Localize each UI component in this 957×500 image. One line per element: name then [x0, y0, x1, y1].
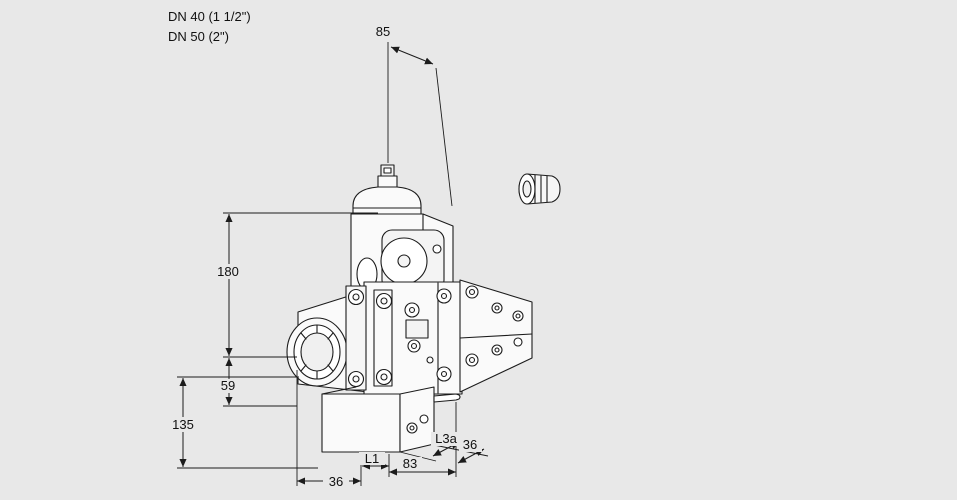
body-details — [404, 288, 452, 382]
dim-83-label: 83 — [403, 456, 417, 471]
dim-85-label: 85 — [376, 24, 390, 39]
dim-135-label: 135 — [172, 417, 194, 432]
valve-body — [286, 279, 533, 395]
manual-adjust-knob — [377, 164, 398, 189]
actuator-dome — [352, 186, 422, 217]
dim-L1-label: L1 — [365, 451, 379, 466]
right-flange-details — [465, 285, 524, 367]
dim-line-85 — [390, 46, 434, 65]
size-label-dn40: DN 40 (1 1/2") — [168, 9, 251, 24]
pipe-fitting — [518, 173, 561, 205]
stem-pin — [433, 393, 461, 403]
dim-36-right-label: 36 — [463, 437, 477, 452]
valve-drawing — [286, 164, 561, 453]
threaded-port — [286, 317, 348, 387]
dim-36-bottom-label: 36 — [329, 474, 343, 489]
dim-L3a-label: L3a — [435, 431, 457, 446]
labels: DN 40 (1 1/2") DN 50 (2") 85 180 59 135 … — [165, 9, 482, 489]
dim-59-label: 59 — [221, 378, 235, 393]
flange-bolts — [345, 285, 393, 391]
size-label-dn50: DN 50 (2") — [168, 29, 229, 44]
dim-180-label: 180 — [217, 264, 239, 279]
